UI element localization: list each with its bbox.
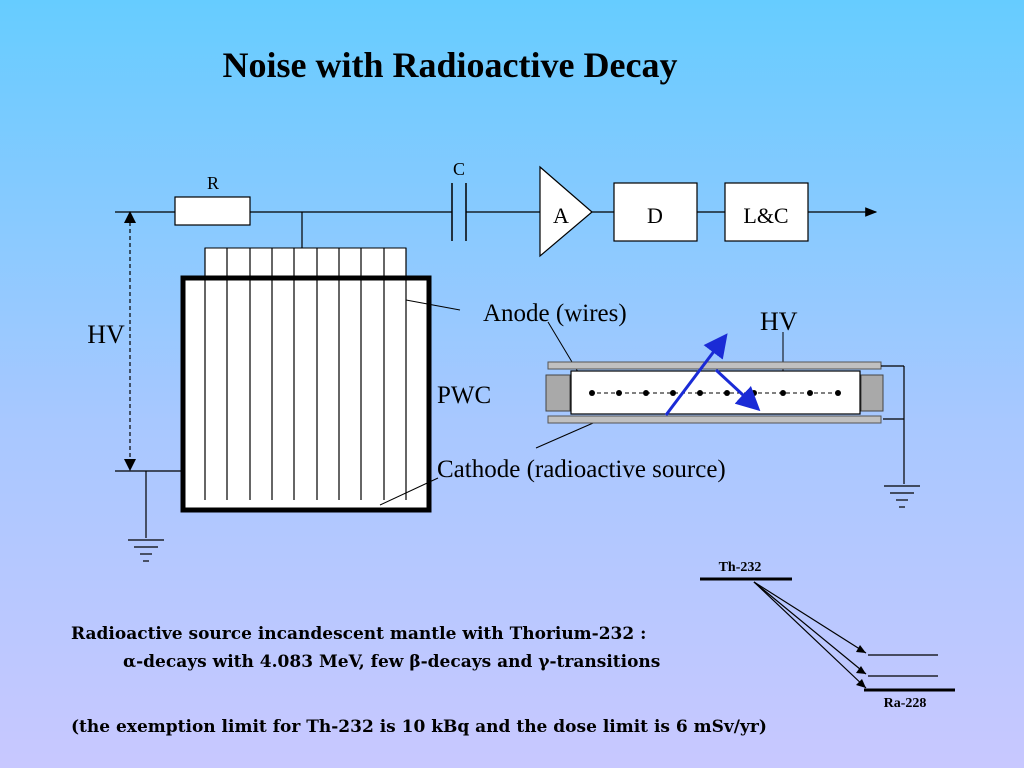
pwc-chamber xyxy=(180,247,432,513)
signal-line xyxy=(115,207,878,248)
chamber-cross-section xyxy=(545,333,884,424)
amplifier-label: A xyxy=(553,203,569,228)
amplifier-symbol xyxy=(539,165,593,258)
decay-scheme xyxy=(700,577,955,692)
hv-dimension-arrow xyxy=(124,211,136,471)
hv-label-right: HV xyxy=(760,307,798,336)
daughter-nuclide-label: Ra-228 xyxy=(884,696,927,711)
note-line-2: α-decays with 4.083 MeV, few β-decays an… xyxy=(123,652,661,672)
capacitor xyxy=(451,183,467,241)
capacitor-label: C xyxy=(453,159,465,179)
note-line-1: Radioactive source incandescent mantle w… xyxy=(71,624,647,644)
resistor xyxy=(174,196,251,226)
logic-box xyxy=(724,182,809,242)
note-line-3: (the exemption limit for Th-232 is 10 kB… xyxy=(71,717,767,737)
hv-label-left: HV xyxy=(87,320,125,349)
discriminator-label: D xyxy=(647,203,663,228)
discriminator-box xyxy=(613,182,698,242)
cathode-label: Cathode (radioactive source) xyxy=(437,456,726,483)
ground-right xyxy=(881,365,920,508)
anode-label: Anode (wires) xyxy=(483,300,627,327)
ground-left xyxy=(115,470,183,562)
resistor-label: R xyxy=(207,173,219,193)
parent-nuclide-label: Th-232 xyxy=(719,560,762,575)
logic-label: L&C xyxy=(743,203,788,228)
slide-title: Noise with Radioactive Decay xyxy=(222,45,678,85)
pwc-label: PWC xyxy=(437,382,491,409)
